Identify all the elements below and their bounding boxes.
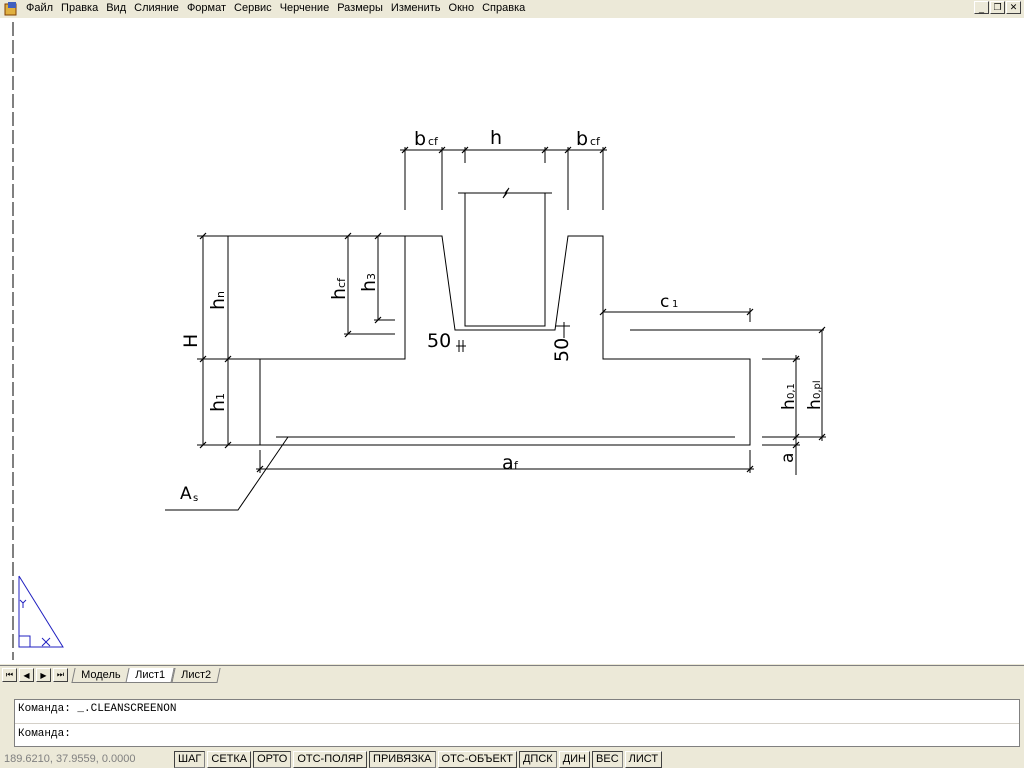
label-bcf-left-sub: cf: [428, 135, 439, 148]
label-h3: h: [358, 280, 380, 292]
status-toggle-9[interactable]: ЛИСТ: [624, 750, 663, 768]
menu-item-8[interactable]: Изменить: [390, 2, 441, 14]
label-af: a: [502, 452, 514, 474]
label-h-top: h: [490, 127, 502, 149]
layout-tab-2[interactable]: Лист2: [170, 667, 221, 683]
label-H: H: [180, 334, 202, 348]
status-toggle-7[interactable]: ДИН: [558, 750, 591, 768]
menu-item-6[interactable]: Черчение: [279, 2, 330, 14]
label-50-right: 50: [551, 338, 573, 362]
minimize-button[interactable]: _: [974, 1, 989, 14]
layout-tab-bar: ⏮ ◀ ▶ ⏭ Модель Лист1 Лист2: [0, 665, 1024, 684]
status-toggle-5[interactable]: ОТС-ОБЪЕКТ: [437, 750, 517, 768]
layout-tab-0[interactable]: Модель: [71, 667, 131, 683]
break-line: [458, 187, 552, 199]
menu-item-4[interactable]: Формат: [186, 2, 227, 14]
label-h1-sub: 1: [214, 393, 227, 400]
label-h0pl-sub: 0,pl: [812, 380, 823, 399]
label-hcf-sub: cf: [335, 277, 348, 288]
label-as-sub: s: [193, 493, 198, 504]
label-hn: h: [207, 298, 229, 310]
beam-outline: [464, 193, 546, 327]
command-separator: [15, 723, 1019, 724]
app-icon[interactable]: [3, 1, 19, 17]
as-leader: [165, 436, 289, 511]
status-toggle-8[interactable]: ВЕС: [592, 750, 623, 768]
layout-tab-1[interactable]: Лист1: [125, 667, 176, 683]
menu-item-10[interactable]: Справка: [482, 2, 526, 14]
status-toggle-3[interactable]: ОТС-ПОЛЯР: [293, 750, 368, 768]
command-history-line: Команда: _.CLEANSCREENON: [18, 703, 177, 715]
drawing-canvas[interactable]: b cf h b cf c 1 50 a f A s H h n h 1: [0, 18, 1024, 664]
label-h3-sub: 3: [365, 273, 378, 280]
label-bcf-right-sub: cf: [590, 135, 601, 148]
label-hn-sub: n: [214, 291, 227, 298]
restore-button[interactable]: ❐: [990, 1, 1005, 14]
menu-items: Файл Правка Вид Слияние Формат Сервис Черчение…: [22, 0, 529, 17]
label-hcf: h: [328, 288, 350, 300]
menu-item-1[interactable]: Правка: [61, 2, 99, 14]
first-tab-button[interactable]: ⏮: [2, 668, 17, 682]
label-h01-sub: 0,1: [786, 383, 797, 399]
label-af-sub: f: [514, 459, 519, 472]
label-bcf-right: b: [576, 128, 588, 150]
label-50-left: 50: [427, 330, 451, 352]
layout-tab-label: Модель: [81, 668, 121, 681]
menu-item-7[interactable]: Размеры: [337, 2, 383, 14]
layout-tab-label: Лист1: [135, 668, 166, 681]
command-prompt[interactable]: Команда:: [18, 728, 71, 740]
status-toggle-1[interactable]: СЕТКА: [207, 750, 252, 768]
coordinates-readout: 189.6210, 37.9559, 0.0000: [4, 753, 136, 765]
layout-tabs: Модель Лист1 Лист2: [71, 667, 221, 683]
status-toggle-4[interactable]: ПРИВЯЗКА: [369, 750, 436, 768]
close-button[interactable]: ✕: [1006, 1, 1021, 14]
drawing-svg[interactable]: b cf h b cf c 1 50 a f A s H h n h 1: [0, 18, 1024, 664]
status-toggle-6[interactable]: ДПСК: [518, 750, 557, 768]
last-tab-button[interactable]: ⏭: [53, 668, 68, 682]
label-c1-sub: 1: [672, 299, 678, 310]
label-h1: h: [207, 400, 229, 412]
prev-tab-button[interactable]: ◀: [19, 668, 34, 682]
status-toggle-2[interactable]: ОРТО: [253, 750, 292, 768]
next-tab-button[interactable]: ▶: [36, 668, 51, 682]
label-c1: c: [660, 292, 669, 312]
menu-item-3[interactable]: Слияние: [134, 2, 179, 14]
label-bcf-left: b: [414, 128, 426, 150]
menu-item-2[interactable]: Вид: [106, 2, 127, 14]
command-window[interactable]: Команда: _.CLEANSCREENON Команда:: [14, 699, 1020, 747]
menu-item-0[interactable]: Файл: [26, 2, 54, 14]
layout-tab-label: Лист2: [180, 668, 211, 681]
label-h0pl: h: [805, 399, 825, 410]
menu-item-9[interactable]: Окно: [448, 2, 475, 14]
label-h01: h: [779, 399, 799, 410]
ucs-icon: [18, 575, 64, 648]
menu-bar: Файл Правка Вид Слияние Формат Сервис Черчение…: [0, 0, 1024, 17]
section-outline: [259, 235, 751, 446]
status-toggle-0[interactable]: ШАГ: [174, 750, 206, 768]
label-a: a: [778, 453, 798, 463]
menu-item-5[interactable]: Сервис: [234, 2, 272, 14]
label-as: A: [180, 484, 192, 504]
